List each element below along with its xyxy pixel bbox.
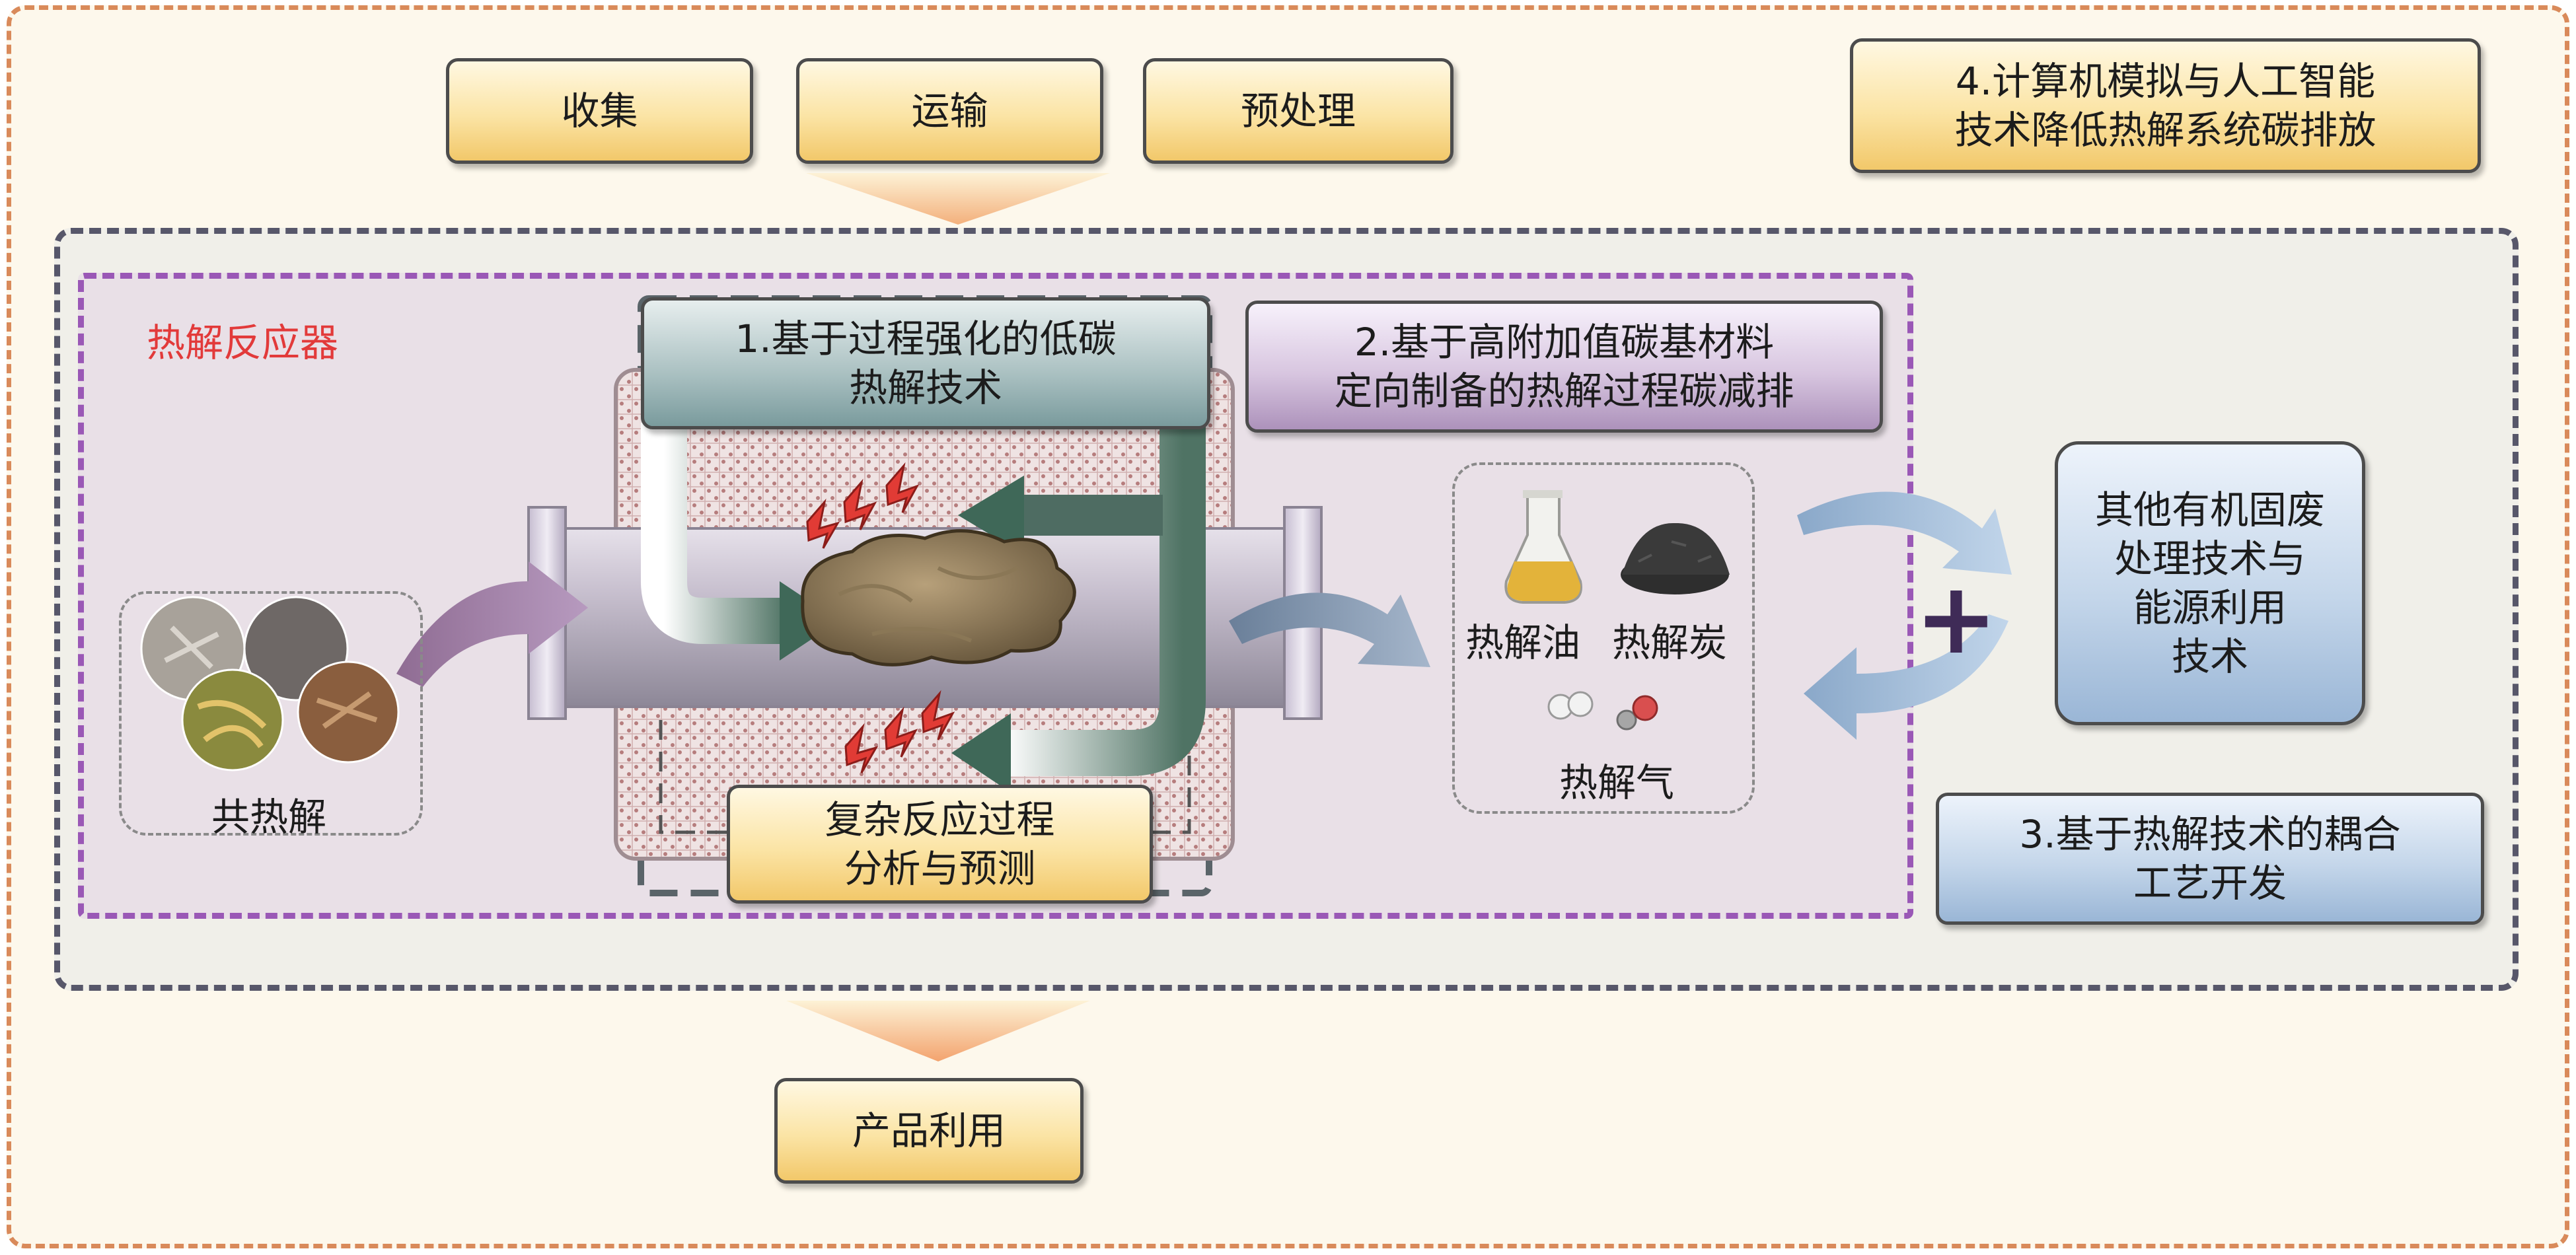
co-pyrolysis-label: 共热解: [211, 795, 327, 840]
product-oil-label: 热解油: [1465, 620, 1581, 665]
bottom-funnel-arrow: [786, 1001, 1090, 1061]
box-other-waste-tech[interactable]: 其他有机固废 处理技术与 能源利用 技术: [2055, 441, 2365, 725]
box-coupling-process[interactable]: 3.基于热解技术的耦合 工艺开发: [1936, 793, 2484, 925]
top-funnel-arrow: [806, 173, 1110, 225]
box-reaction-analysis[interactable]: 复杂反应过程 分析与预测: [727, 785, 1153, 904]
step-pretreatment[interactable]: 预处理: [1143, 58, 1454, 164]
plus-icon: +: [1915, 561, 1998, 676]
reactor-title: 热解反应器: [147, 320, 339, 365]
product-gas-label: 热解气: [1559, 760, 1675, 805]
co-pyrolysis-group: [119, 591, 423, 836]
step-transport[interactable]: 运输: [796, 58, 1103, 164]
box-process-intensification[interactable]: 1.基于过程强化的低碳 热解技术: [641, 297, 1210, 429]
box-product-utilization[interactable]: 产品利用: [774, 1078, 1084, 1184]
products-group: [1452, 462, 1755, 814]
box-carbon-materials[interactable]: 2.基于高附加值碳基材料 定向制备的热解过程碳减排: [1245, 301, 1883, 433]
box-ai-simulation[interactable]: 4.计算机模拟与人工智能 技术降低热解系统碳排放: [1850, 38, 2481, 173]
product-char-label: 热解炭: [1612, 620, 1728, 665]
step-collect[interactable]: 收集: [446, 58, 753, 164]
